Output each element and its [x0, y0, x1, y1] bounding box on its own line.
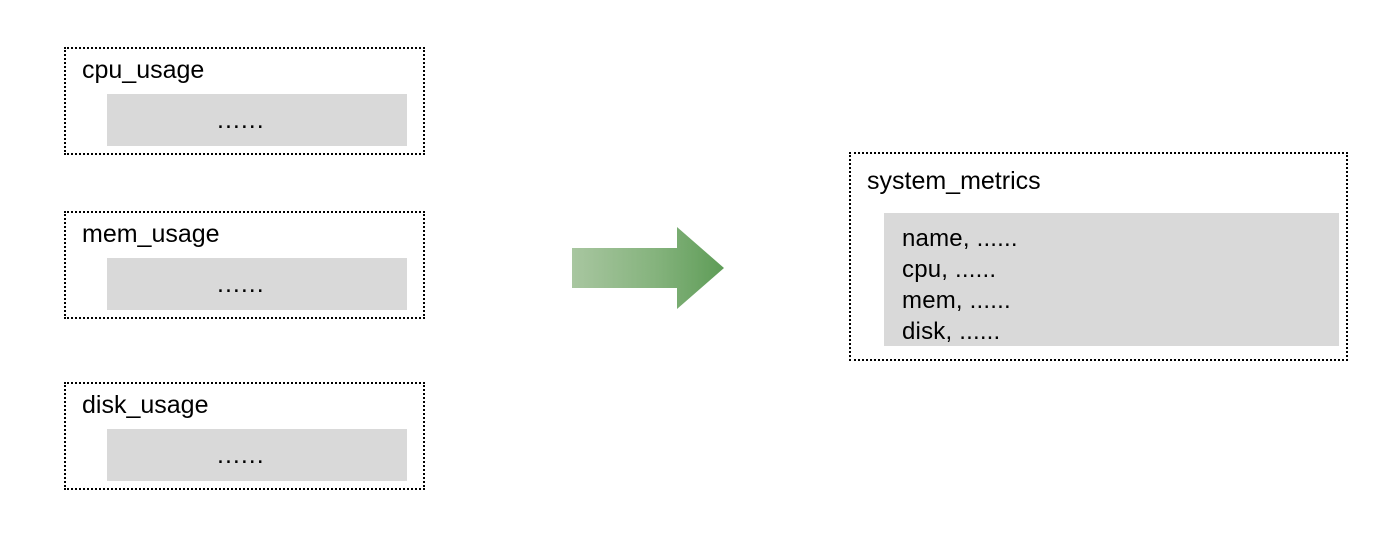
target-entity-body: name, ...... cpu, ...... mem, ...... dis…	[884, 213, 1339, 346]
target-entity-field-cpu: cpu, ......	[902, 256, 997, 283]
target-entity-field-disk: disk, ......	[902, 318, 1001, 345]
source-entity-body: ......	[107, 258, 407, 310]
source-entity-ellipsis: ......	[217, 106, 265, 134]
source-entity-title: mem_usage	[82, 220, 220, 248]
target-entity-field-mem: mem, ......	[902, 287, 1011, 314]
target-entity-title: system_metrics	[867, 167, 1041, 195]
source-entity-ellipsis: ......	[217, 441, 265, 469]
source-entity-disk-usage[interactable]: disk_usage ......	[64, 382, 425, 490]
source-entity-title: disk_usage	[82, 391, 209, 419]
target-entity-system-metrics[interactable]: system_metrics name, ...... cpu, ...... …	[849, 152, 1348, 361]
target-entity-field-name: name, ......	[902, 225, 1018, 252]
right-arrow-icon	[572, 227, 724, 309]
source-entity-body: ......	[107, 429, 407, 481]
source-entity-title: cpu_usage	[82, 56, 205, 84]
source-entity-ellipsis: ......	[217, 270, 265, 298]
source-entity-cpu-usage[interactable]: cpu_usage ......	[64, 47, 425, 155]
source-entity-mem-usage[interactable]: mem_usage ......	[64, 211, 425, 319]
source-entity-body: ......	[107, 94, 407, 146]
